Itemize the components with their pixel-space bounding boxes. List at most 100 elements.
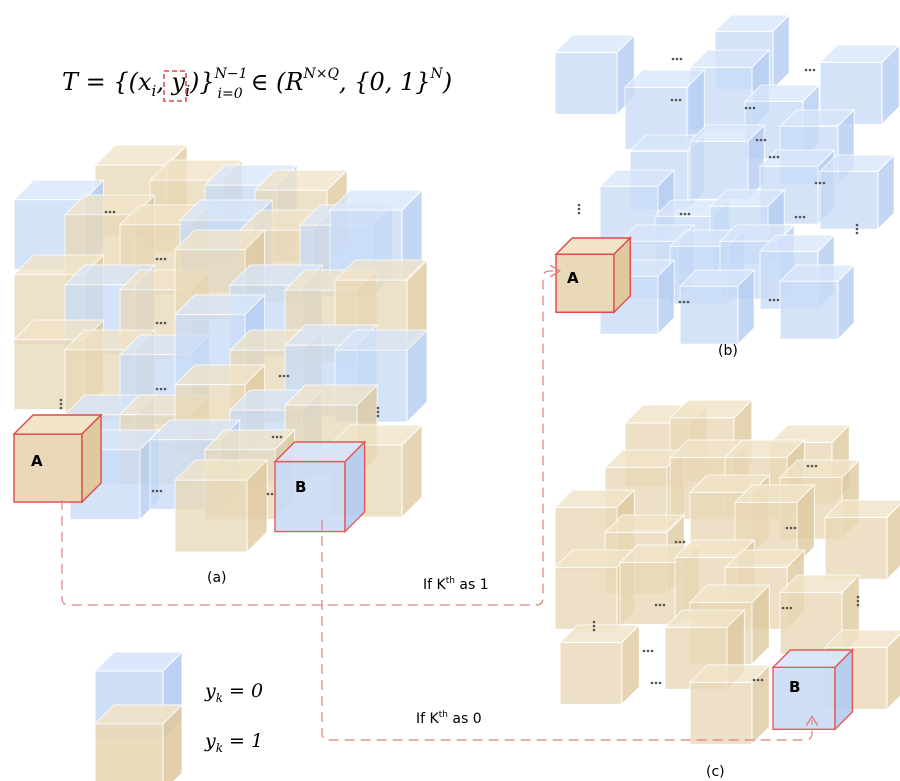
ellipsis-dot <box>159 387 163 391</box>
ellipsis-dot <box>670 98 674 102</box>
ellipsis-dot <box>760 678 764 682</box>
svg-text:T = {(xi, yi)}N−1i=0∈ (RN×Q, {: T = {(xi, yi)}N−1i=0∈ (RN×Q, {0, 1}N) <box>62 66 452 102</box>
ellipsis-dot <box>768 298 772 302</box>
caption-b: (b) <box>718 343 738 359</box>
ellipsis-dot <box>855 223 859 227</box>
ellipsis-dot <box>798 215 802 219</box>
ellipsis-dot <box>686 300 690 304</box>
blue-cube <box>678 268 756 346</box>
ellipsis-dot <box>163 387 167 391</box>
ellipsis-dot <box>163 321 167 325</box>
ellipsis-dot <box>814 464 818 468</box>
ellipsis-dot <box>678 98 682 102</box>
formula-prefix: T = {(x <box>62 68 152 96</box>
ellipsis-dot <box>856 599 860 603</box>
ellipsis-dot <box>752 678 756 682</box>
formula-y-sub: i <box>185 82 190 100</box>
ellipsis-dot <box>776 155 780 159</box>
ellipsis-dot <box>155 387 159 391</box>
ellipsis-dot <box>592 628 596 632</box>
cube-b-in-panel-c <box>771 648 855 732</box>
ellipsis-dot <box>759 138 763 142</box>
ellipsis-dot <box>278 374 282 378</box>
ellipsis-dot <box>806 464 810 468</box>
formula-close: )} <box>189 68 215 96</box>
ellipsis-dot <box>163 257 167 261</box>
panel-a-cubes <box>12 143 429 554</box>
ellipsis-dot <box>159 257 163 261</box>
ellipsis-dot <box>822 181 826 185</box>
blue-cube <box>818 43 900 126</box>
ellipsis-dot <box>159 321 163 325</box>
highlight-cubes <box>12 236 855 732</box>
ellipsis-dot <box>785 606 789 610</box>
ellipsis-dot <box>752 106 756 110</box>
ellipsis-dot <box>270 492 274 496</box>
ellipsis-dot <box>856 595 860 599</box>
panel-c-cubes <box>553 398 900 746</box>
ellipsis-dot <box>654 603 658 607</box>
tan-cube <box>688 663 771 746</box>
ellipsis-dot <box>577 203 581 207</box>
arrow-label-kth-0: If Kth as 0 <box>416 710 482 727</box>
panel-b-cubes <box>553 13 900 346</box>
ellipsis-dot <box>763 138 767 142</box>
ellipsis-dot <box>855 231 859 235</box>
ellipsis-dot <box>810 464 814 468</box>
ellipsis-dot <box>674 540 678 544</box>
cube-a-highlight <box>12 413 103 504</box>
ellipsis-dot <box>781 606 785 610</box>
cube-b-label-a: B <box>295 478 306 496</box>
ellipsis-dot <box>155 489 159 493</box>
ellipsis-dot <box>679 212 683 216</box>
ellipsis-dot <box>678 300 682 304</box>
ellipsis-dot <box>818 181 822 185</box>
ellipsis-dot <box>155 257 159 261</box>
arrow-to-panel-b <box>61 271 556 606</box>
cube-a-in-panel-b <box>554 236 632 314</box>
ellipsis-dot <box>658 603 662 607</box>
ellipsis-dot <box>650 649 654 653</box>
ellipsis-dot <box>683 212 687 216</box>
caption-c: (c) <box>706 764 725 780</box>
legend-cubes <box>93 650 184 781</box>
cube-b-highlight <box>273 440 367 534</box>
formula-tail-sup: N <box>430 66 444 82</box>
legend-tan-cube <box>93 703 184 781</box>
ellipsis-dot <box>275 435 279 439</box>
ellipsis-dot <box>744 106 748 110</box>
ellipsis-dot <box>682 300 686 304</box>
ellipsis-dot <box>808 68 812 72</box>
tan-cube <box>558 623 641 706</box>
ellipsis-dot <box>682 540 686 544</box>
ellipsis-dot <box>755 138 759 142</box>
blue-cube <box>688 123 766 201</box>
ellipsis-dot <box>376 406 380 410</box>
blue-cube <box>818 153 896 231</box>
ellipsis-dot <box>271 435 275 439</box>
ellipsis-dot <box>151 489 155 493</box>
arrow-label-kth-1: If Kth as 1 <box>423 576 489 593</box>
ellipsis-dot <box>679 57 683 61</box>
formula-sub: i=0 <box>218 86 243 102</box>
formula-x-sub: i <box>152 82 157 100</box>
formula-tail: , {0, 1} <box>339 68 431 96</box>
ellipsis-dot <box>687 212 691 216</box>
cube-a-label-a: A <box>31 452 43 470</box>
ellipsis-dot <box>768 155 772 159</box>
ellipsis-dot <box>675 57 679 61</box>
ellipsis-dot <box>577 207 581 211</box>
ellipsis-dot <box>654 681 658 685</box>
ellipsis-dot <box>812 68 816 72</box>
ellipsis-dot <box>646 649 650 653</box>
ellipsis-dot <box>279 435 283 439</box>
cube-a-label-b: A <box>567 269 579 287</box>
ellipsis-dot <box>376 410 380 414</box>
ellipsis-dot <box>748 106 752 110</box>
ellipsis-dot <box>282 374 286 378</box>
ellipsis-dot <box>802 215 806 219</box>
ellipsis-dot <box>662 603 666 607</box>
ellipsis-dot <box>776 298 780 302</box>
